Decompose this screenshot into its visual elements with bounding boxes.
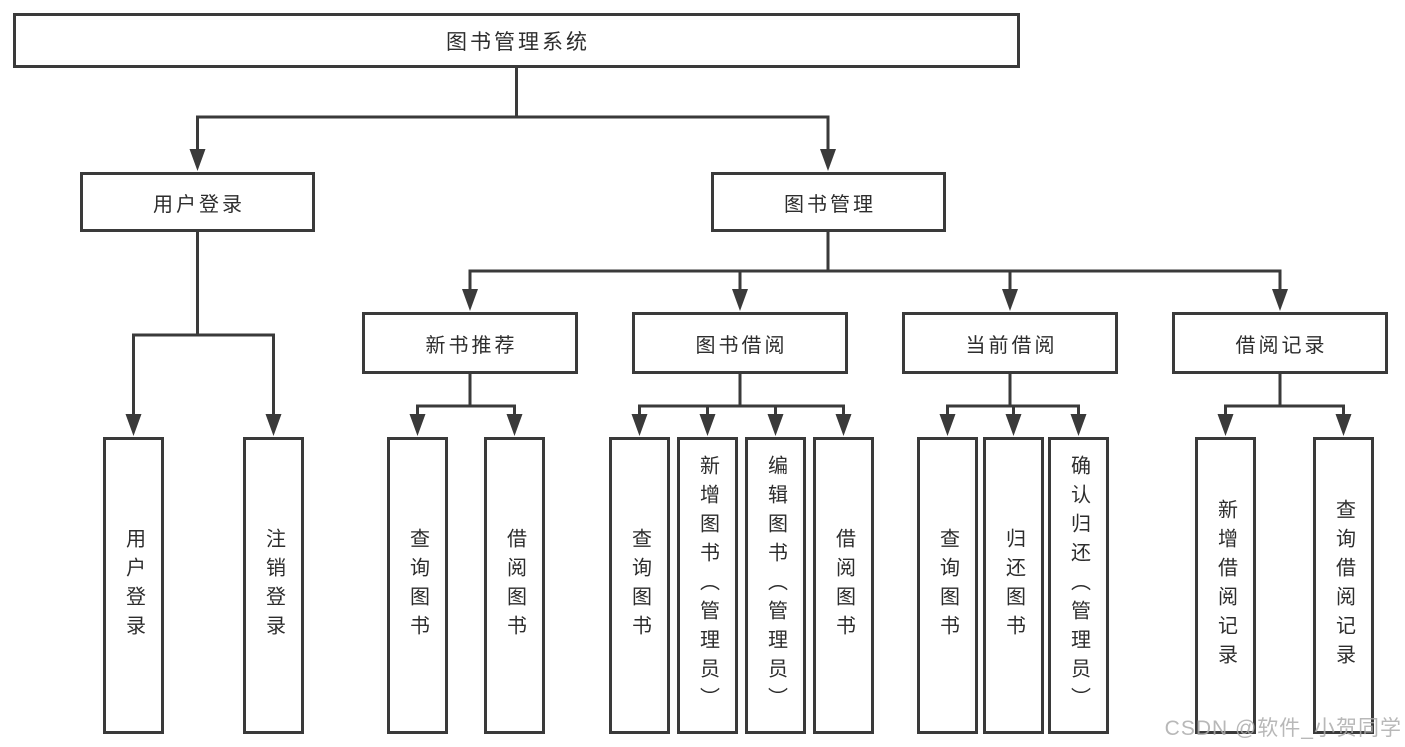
leaf-label: 用户登录 (122, 527, 145, 644)
leaf-query-books: 查询图书 (917, 437, 978, 734)
node-label: 图书管理系统 (446, 30, 590, 54)
leaf-label: 查询图书 (406, 527, 429, 644)
leaf-borrow-books: 借阅图书 (484, 437, 545, 734)
leaf-label: 归还图书 (1002, 527, 1025, 644)
leaf-add-borrow-record: 新增借阅记录 (1195, 437, 1256, 734)
node-borrowing-records: 借阅记录 (1172, 312, 1388, 374)
leaf-confirm-return-admin: 确认归还（管理员） (1048, 437, 1109, 734)
node-label: 当前借阅 (965, 334, 1058, 357)
leaf-label: 借阅图书 (503, 527, 526, 644)
leaf-label: 借阅图书 (832, 527, 855, 644)
node-user-login: 用户登录 (80, 172, 315, 232)
node-label: 图书借阅 (695, 334, 788, 357)
node-label: 借阅记录 (1235, 334, 1328, 357)
leaf-user-login: 用户登录 (103, 437, 164, 734)
leaf-borrow-books: 借阅图书 (813, 437, 874, 734)
node-label: 新书推荐 (425, 334, 518, 357)
node-book-borrowing: 图书借阅 (632, 312, 848, 374)
leaf-return-books: 归还图书 (983, 437, 1044, 734)
node-current-borrowing: 当前借阅 (902, 312, 1118, 374)
node-label: 图书管理 (784, 193, 876, 216)
csdn-watermark: CSDN @软件_小贺同学 (1164, 717, 1402, 740)
node-book-management: 图书管理 (711, 172, 946, 232)
leaf-label: 查询图书 (936, 527, 959, 644)
leaf-label: 查询借阅记录 (1332, 498, 1355, 673)
leaf-label: 查询图书 (628, 527, 651, 644)
leaf-label: 编辑图书（管理员） (764, 455, 787, 716)
leaf-add-books-admin: 新增图书（管理员） (677, 437, 738, 734)
leaf-label: 新增借阅记录 (1214, 498, 1237, 673)
node-new-book-recommend: 新书推荐 (362, 312, 578, 374)
leaf-label: 注销登录 (262, 527, 285, 644)
node-label: 用户登录 (153, 193, 245, 216)
node-root-library-system: 图书管理系统 (13, 13, 1020, 68)
leaf-query-books: 查询图书 (387, 437, 448, 734)
leaf-logout: 注销登录 (243, 437, 304, 734)
arrowheads (125, 149, 1352, 436)
leaf-edit-books-admin: 编辑图书（管理员） (745, 437, 806, 734)
leaf-label: 新增图书（管理员） (696, 455, 719, 716)
leaf-label: 确认归还（管理员） (1067, 455, 1090, 716)
leaf-query-borrow-record: 查询借阅记录 (1313, 437, 1374, 734)
leaf-query-books: 查询图书 (609, 437, 670, 734)
